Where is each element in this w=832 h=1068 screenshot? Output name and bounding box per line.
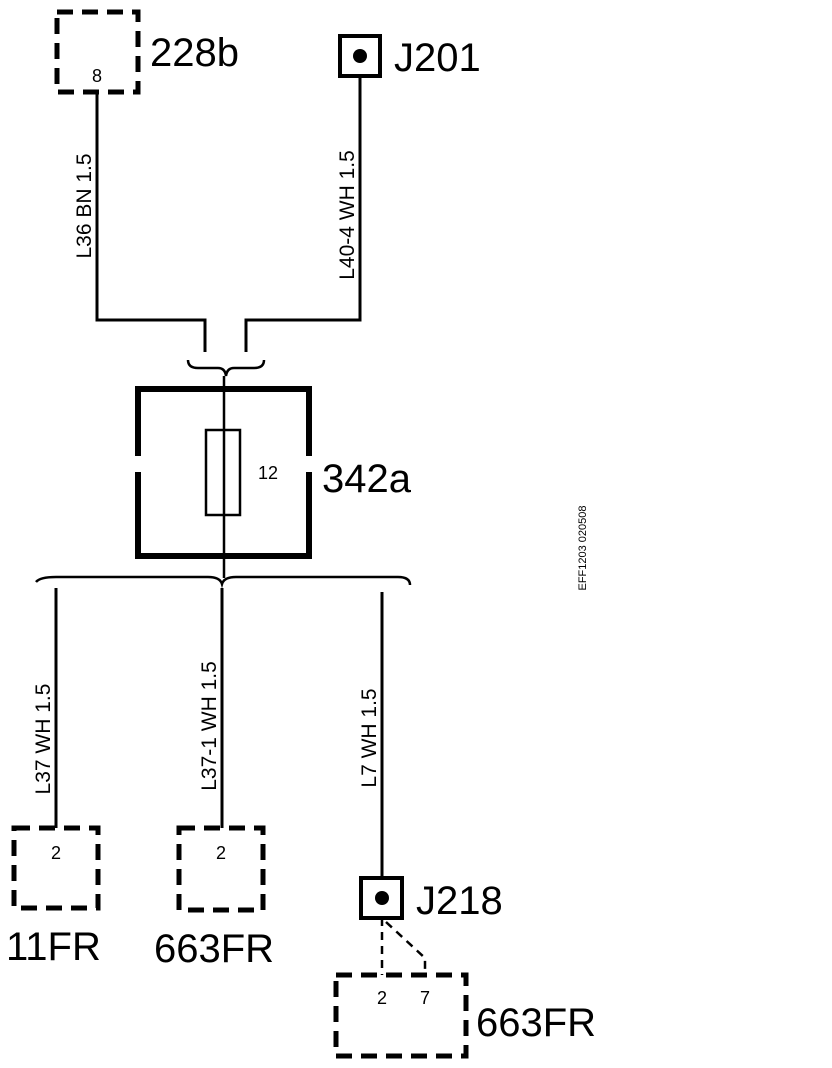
wire-l37-label: L37 WH 1.5 [32,684,55,795]
connector-663fr-left-label: 663FR [154,927,274,971]
wire-l7: L7 WH 1.5 [358,592,384,878]
junction-j201: J201 [338,34,481,80]
fuse-number: 12 [258,463,278,483]
wire-l7-label: L7 WH 1.5 [358,688,381,787]
wire-l40-4: L40-4 WH 1.5 [244,76,362,352]
dashed-link-pin7 [385,921,427,975]
connector-228b: 8 228b [54,9,239,95]
wire-l37-1: L37-1 WH 1.5 [198,588,224,828]
splice-brace-bottom [35,575,412,589]
wire-l37: L37 WH 1.5 [32,588,58,828]
connector-663fr-right-pin-7: 7 [420,988,430,1008]
connector-663fr-right: 2 7 663FR [333,972,596,1059]
connector-11fr-label: 11FR [6,925,101,969]
wire-l37-1-label: L37-1 WH 1.5 [198,661,221,791]
junction-j218: J218 [359,876,503,923]
connector-663fr-left: 2 663FR [154,825,274,971]
connector-11fr-pin: 2 [51,843,61,863]
fuse-box-342a: 12 342a [135,376,412,578]
wire-l40-4-label: L40-4 WH 1.5 [336,150,359,280]
reference-code: EFF1203 020508 [577,505,589,590]
connector-11fr: 2 11FR [6,825,101,969]
junction-j218-dot [375,891,389,905]
connector-663fr-right-label: 663FR [476,1001,596,1045]
fuse-box-label: 342a [322,457,412,501]
wire-l36-label: L36 BN 1.5 [73,153,96,258]
junction-j201-dot [353,49,367,63]
connector-228b-pin: 8 [92,66,102,86]
junction-j201-label: J201 [394,36,481,80]
connector-663fr-left-pin: 2 [216,843,226,863]
splice-brace-top [186,359,266,377]
connector-228b-label: 228b [150,31,239,75]
wire-l36: L36 BN 1.5 [73,92,207,352]
junction-j218-label: J218 [416,879,503,923]
connector-663fr-right-pin-2: 2 [377,988,387,1008]
